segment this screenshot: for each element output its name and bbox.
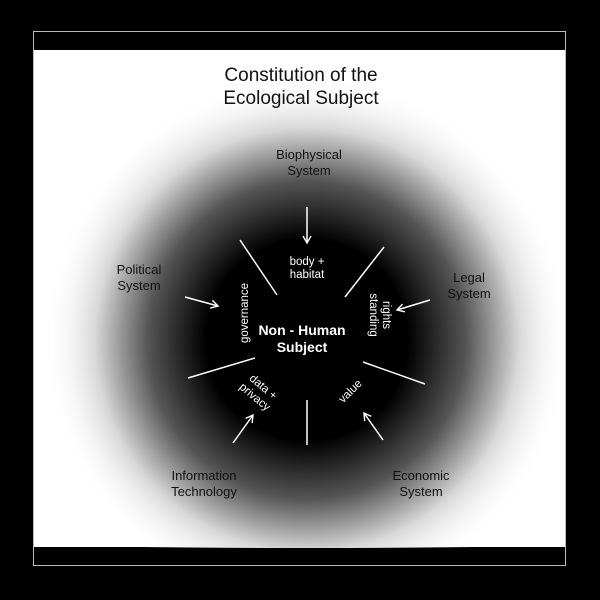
inner-body-2: habitat	[290, 269, 325, 281]
divider-line	[187, 357, 256, 379]
title-line1: Constitution of the	[224, 65, 377, 86]
label-information-2: Technology	[171, 484, 237, 499]
divider-line	[344, 246, 385, 298]
inner-governance: governance	[239, 283, 251, 343]
label-political-2: System	[117, 278, 160, 293]
inner-body-1: body +	[290, 256, 325, 268]
inner-rights-1: rights	[380, 301, 392, 329]
center-label-1: Non - Human	[258, 322, 345, 338]
arrow-icon	[232, 413, 254, 444]
arrow-icon	[363, 411, 384, 441]
label-economic-2: System	[399, 484, 442, 499]
label-political-1: Political	[117, 262, 162, 277]
arrow-icon	[395, 299, 431, 313]
label-legal-1: Legal	[453, 270, 485, 285]
center-label-2: Subject	[277, 339, 328, 355]
divider-line	[362, 361, 426, 385]
label-biophysical-1: Biophysical	[276, 147, 342, 162]
inner-rights-2: standing	[367, 293, 379, 336]
arrow-icon	[184, 296, 220, 309]
bottom-bar	[34, 547, 565, 565]
label-economic-1: Economic	[392, 468, 450, 483]
divider-line	[239, 239, 278, 296]
radial-gradient-circle	[42, 75, 565, 548]
title-line2: Ecological Subject	[223, 88, 379, 109]
label-biophysical-2: System	[287, 163, 330, 178]
top-bar	[34, 32, 565, 50]
label-information-1: Information	[171, 468, 236, 483]
label-legal-2: System	[447, 286, 490, 301]
